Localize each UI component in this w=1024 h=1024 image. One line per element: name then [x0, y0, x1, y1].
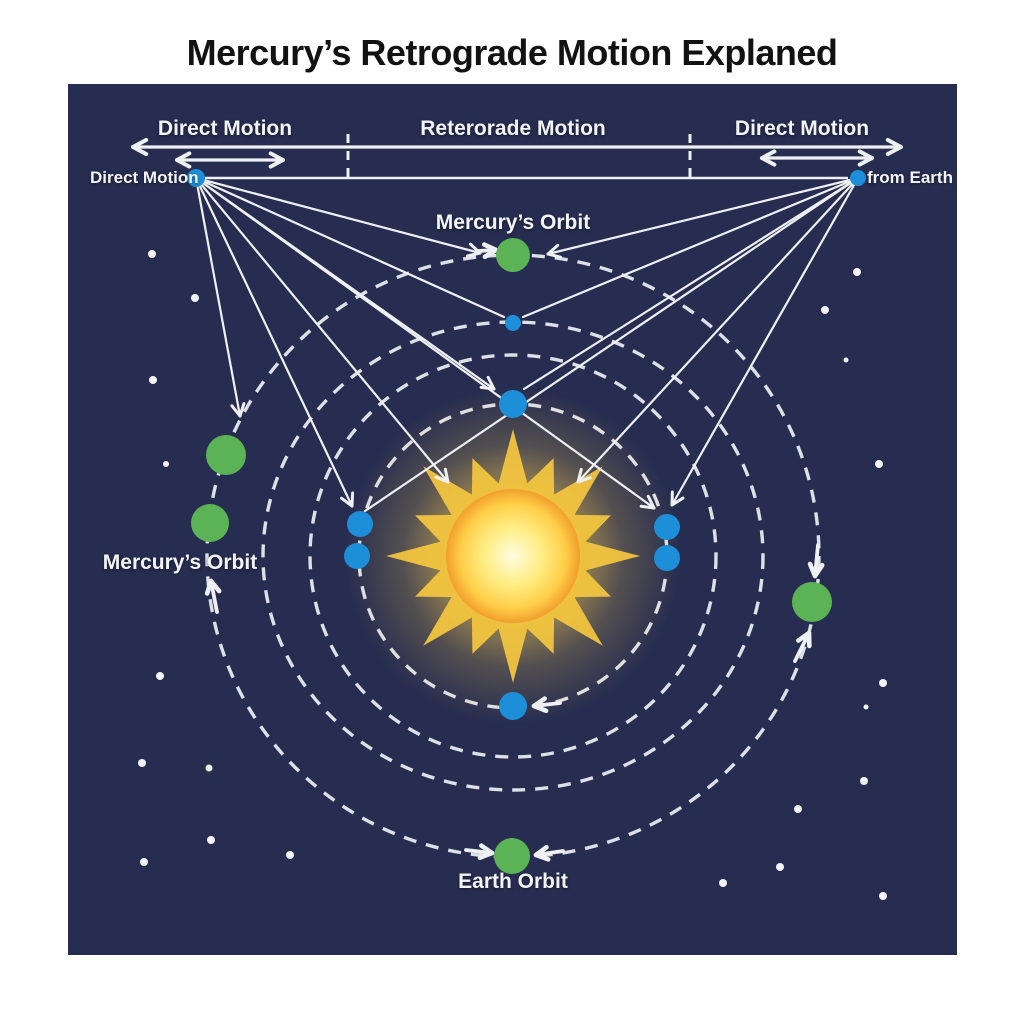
star: [149, 376, 157, 384]
star: [794, 805, 802, 813]
star: [156, 672, 164, 680]
sun: [345, 388, 681, 724]
caption-direct-motion: Direct Motion: [90, 168, 199, 187]
observer-dot-right: [850, 170, 866, 186]
star: [138, 759, 146, 767]
star: [163, 461, 169, 467]
caption-from-earth: from Earth: [867, 168, 953, 187]
stars-group: [138, 250, 887, 900]
star: [821, 306, 829, 314]
earth-planet: [494, 838, 530, 874]
star: [879, 892, 887, 900]
mercury-planet: [505, 315, 521, 331]
label-earth-orbit: Earth Orbit: [458, 870, 568, 893]
star: [191, 294, 199, 302]
mercury-planet: [654, 545, 680, 571]
star: [853, 268, 861, 276]
diagram-panel: Direct Motion Reterorade Motion Direct M…: [68, 84, 957, 955]
page-title: Mercury’s Retrograde Motion Explaned: [186, 32, 838, 73]
band-label-direct-left: Direct Motion: [157, 117, 293, 140]
measurement-band: [131, 134, 903, 181]
orbit-ring: [261, 320, 765, 792]
observer-dot-left: [187, 169, 205, 187]
label-mercury-orbit-left: Mercury’s Orbit: [102, 551, 258, 574]
star: [879, 679, 887, 687]
orbit-diagram: [131, 134, 903, 900]
earth-planet: [792, 582, 832, 622]
band-label-retrograde: Reterorade Motion: [420, 117, 606, 140]
mercury-planet: [499, 692, 527, 720]
earth-planet: [496, 238, 530, 272]
star: [148, 250, 156, 258]
star: [719, 879, 727, 887]
star: [776, 863, 784, 871]
mercury-planet: [344, 543, 370, 569]
star: [205, 764, 213, 772]
mercury-planet: [654, 514, 680, 540]
star: [863, 704, 869, 710]
sun-core: [446, 489, 580, 623]
orbit-arrows-group: [204, 242, 825, 862]
observers-group: [187, 169, 866, 187]
planets-group: [191, 238, 832, 874]
star: [140, 858, 148, 866]
sight-lines-group: [194, 176, 860, 513]
star: [860, 777, 868, 785]
orbit-ring: [308, 353, 718, 759]
star: [286, 851, 294, 859]
earth-planet: [206, 435, 246, 475]
earth-planet: [191, 504, 229, 542]
mercury-planet: [499, 390, 527, 418]
star: [207, 836, 215, 844]
mercury-planet: [347, 511, 373, 537]
star: [875, 460, 883, 468]
band-label-direct-right: Direct Motion: [734, 117, 870, 140]
star: [843, 357, 849, 363]
label-mercury-orbit-top: Mercury’s Orbit: [435, 211, 591, 234]
